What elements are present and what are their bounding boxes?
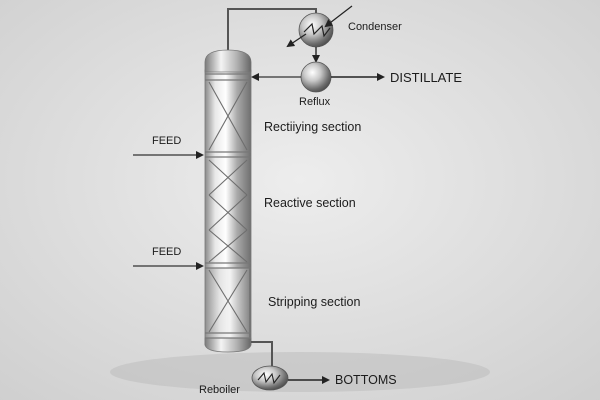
stripping-section-label: Stripping section (268, 295, 361, 309)
reboiler-label: Reboiler (199, 384, 240, 396)
condenser-coil-icon (303, 22, 331, 38)
condenser-coolant-out (286, 33, 307, 48)
column-top-cap (204, 49, 252, 73)
condenser-label: Condenser (348, 21, 402, 33)
vapor-line (227, 8, 317, 50)
distillate-label: DISTILLATE (390, 70, 463, 85)
reboiler-coil-icon (257, 371, 281, 385)
reflux-drum (300, 61, 332, 93)
rectifying-section-label: Rectiiying section (264, 120, 362, 134)
reboiler-vessel (251, 365, 289, 391)
column-bracing (208, 81, 248, 333)
column-rings (205, 73, 251, 339)
column-bottom-cap (204, 337, 252, 353)
condenser-coolant-in (324, 5, 353, 28)
floor-shadow (110, 352, 490, 392)
column-glass-lower (207, 268, 249, 340)
bottoms-pipe (251, 341, 273, 368)
reactive-section-label: Reactive section (264, 196, 356, 210)
bottoms-label: BOTTOMS (335, 373, 397, 387)
feed-upper-label: FEED (152, 135, 182, 147)
feed-lower-label: FEED (152, 246, 182, 258)
reflux-label: Reflux (299, 96, 331, 108)
